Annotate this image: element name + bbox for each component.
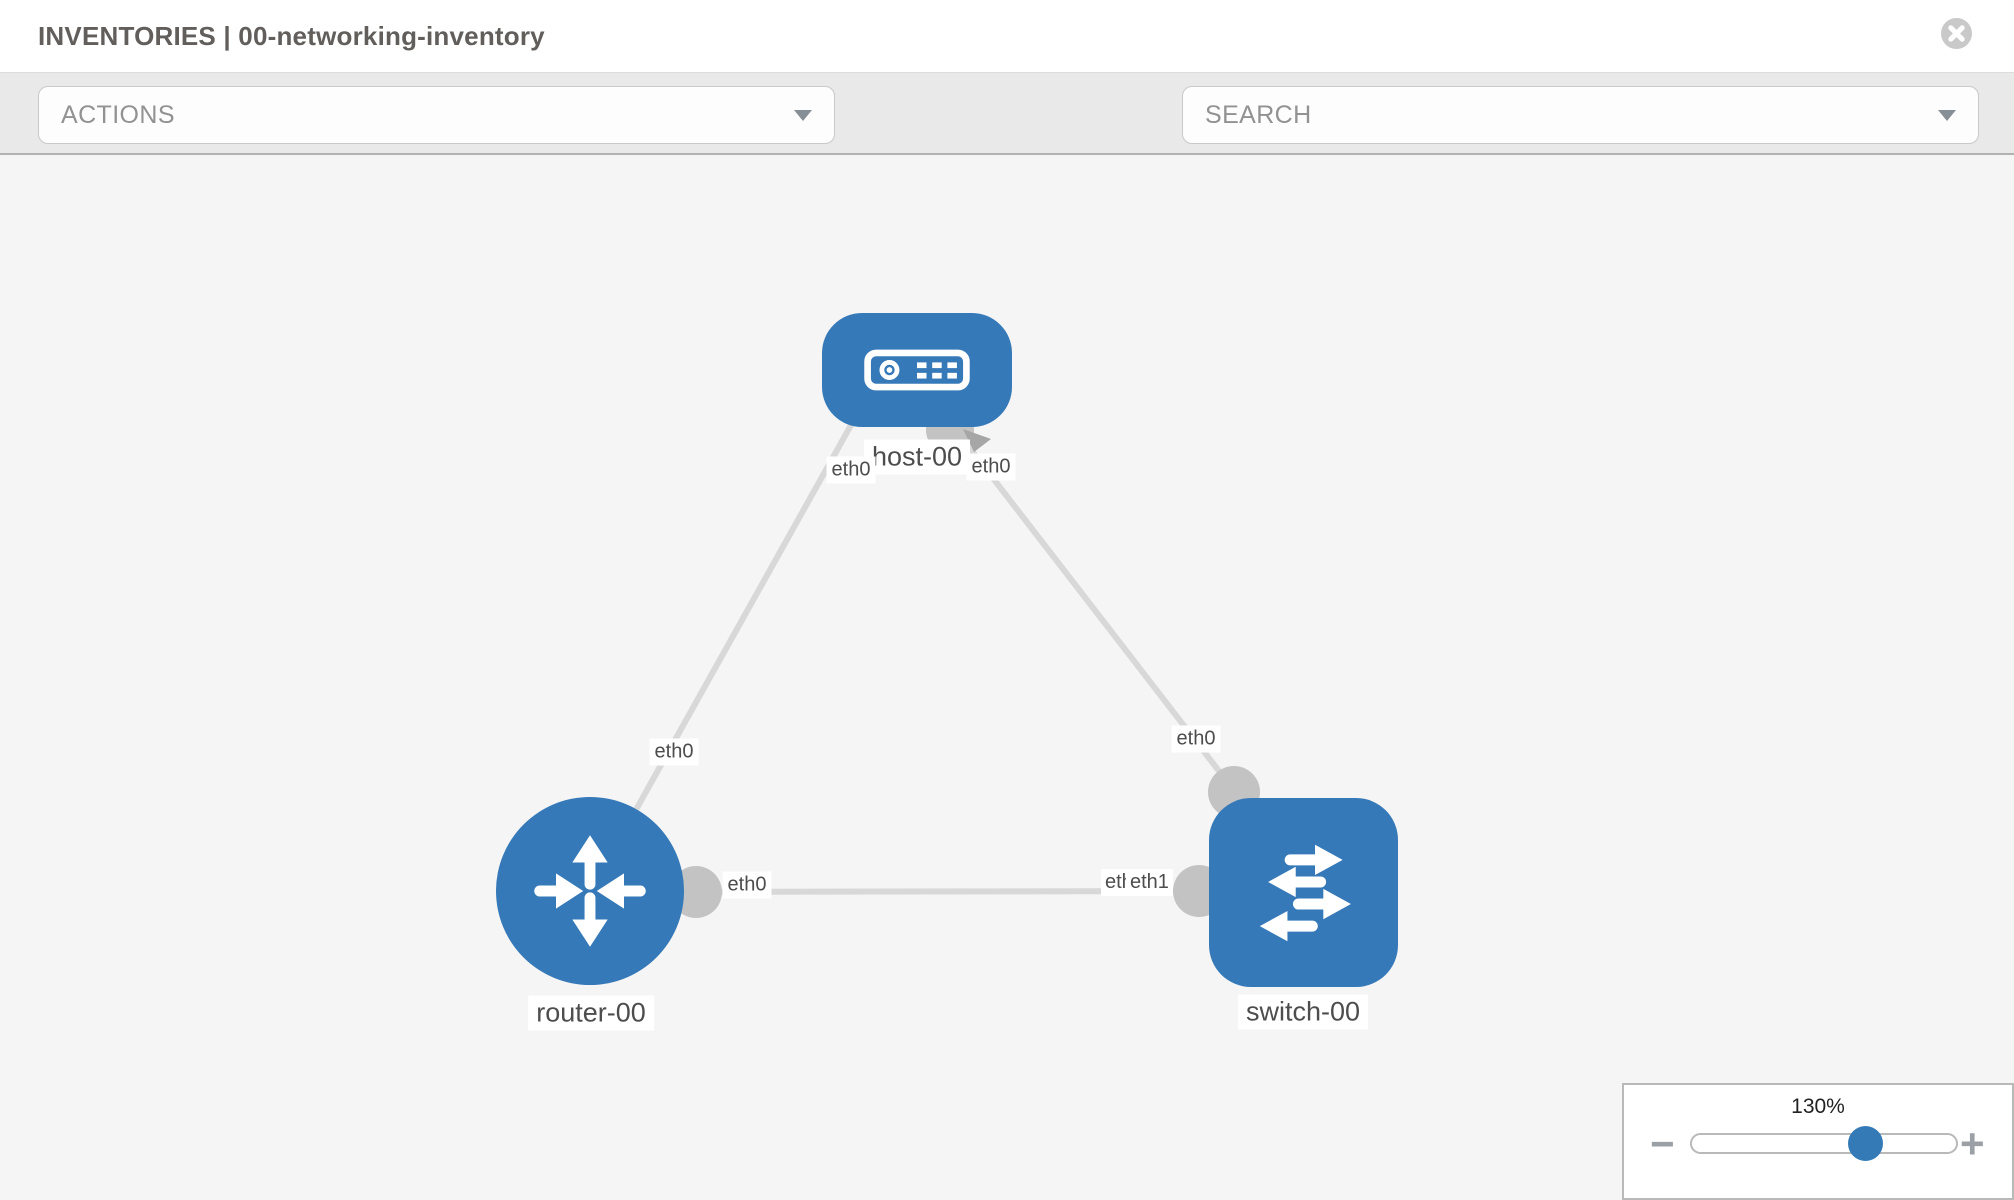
link-arrowhead — [963, 429, 991, 452]
close-button[interactable] — [1941, 18, 1972, 49]
interface-label-host-right: eth0 — [966, 453, 1016, 481]
header: INVENTORIES | 00-networking-inventory — [0, 0, 2014, 72]
page-title: INVENTORIES | 00-networking-inventory — [38, 21, 545, 51]
node-label-switch: switch-00 — [1237, 994, 1369, 1030]
zoom-slider-track[interactable] — [1690, 1126, 1958, 1161]
node-switch-00[interactable] — [1209, 798, 1398, 987]
zoom-widget: 130% − + — [1622, 1083, 2014, 1200]
toolbar: ACTIONS SEARCH — [0, 72, 2014, 205]
actions-dropdown-label: ACTIONS — [61, 100, 175, 129]
interface-label-host-left: eth0 — [826, 456, 876, 484]
zoom-out-button[interactable]: − — [1650, 1120, 1675, 1167]
node-label-router: router-00 — [528, 995, 654, 1031]
interface-label-router-uplink: eth0 — [649, 738, 699, 766]
chevron-down-icon — [1938, 109, 1956, 121]
chevron-down-icon — [794, 109, 812, 121]
interface-label-switch-left-group: eth0 eth1 — [1101, 869, 1181, 897]
zoom-in-button[interactable]: + — [1960, 1120, 1985, 1167]
interface-label-switch-left-front: eth1 — [1126, 869, 1173, 896]
node-router-00[interactable] — [496, 797, 684, 985]
topology-edges-layer — [587, 404, 1260, 918]
zoom-slider-thumb[interactable] — [1848, 1126, 1883, 1161]
actions-dropdown[interactable]: ACTIONS — [38, 86, 835, 144]
node-label-host: host-00 — [863, 439, 971, 475]
close-icon — [1941, 18, 1972, 49]
zoom-percentage: 130% — [1791, 1095, 1845, 1118]
server-icon — [864, 349, 970, 391]
interface-label-switch-uplink: eth0 — [1171, 725, 1221, 753]
topology-canvas[interactable]: host-00 eth0 eth0 eth0 eth0 eth0 eth0 et… — [0, 157, 2014, 1200]
interface-label-router-right: eth0 — [722, 871, 772, 899]
node-host-00[interactable] — [822, 313, 1012, 427]
search-placeholder: SEARCH — [1205, 100, 1312, 129]
search-dropdown[interactable]: SEARCH — [1182, 86, 1979, 144]
router-arrows-icon — [534, 835, 646, 947]
switch-arrows-icon — [1259, 844, 1351, 941]
